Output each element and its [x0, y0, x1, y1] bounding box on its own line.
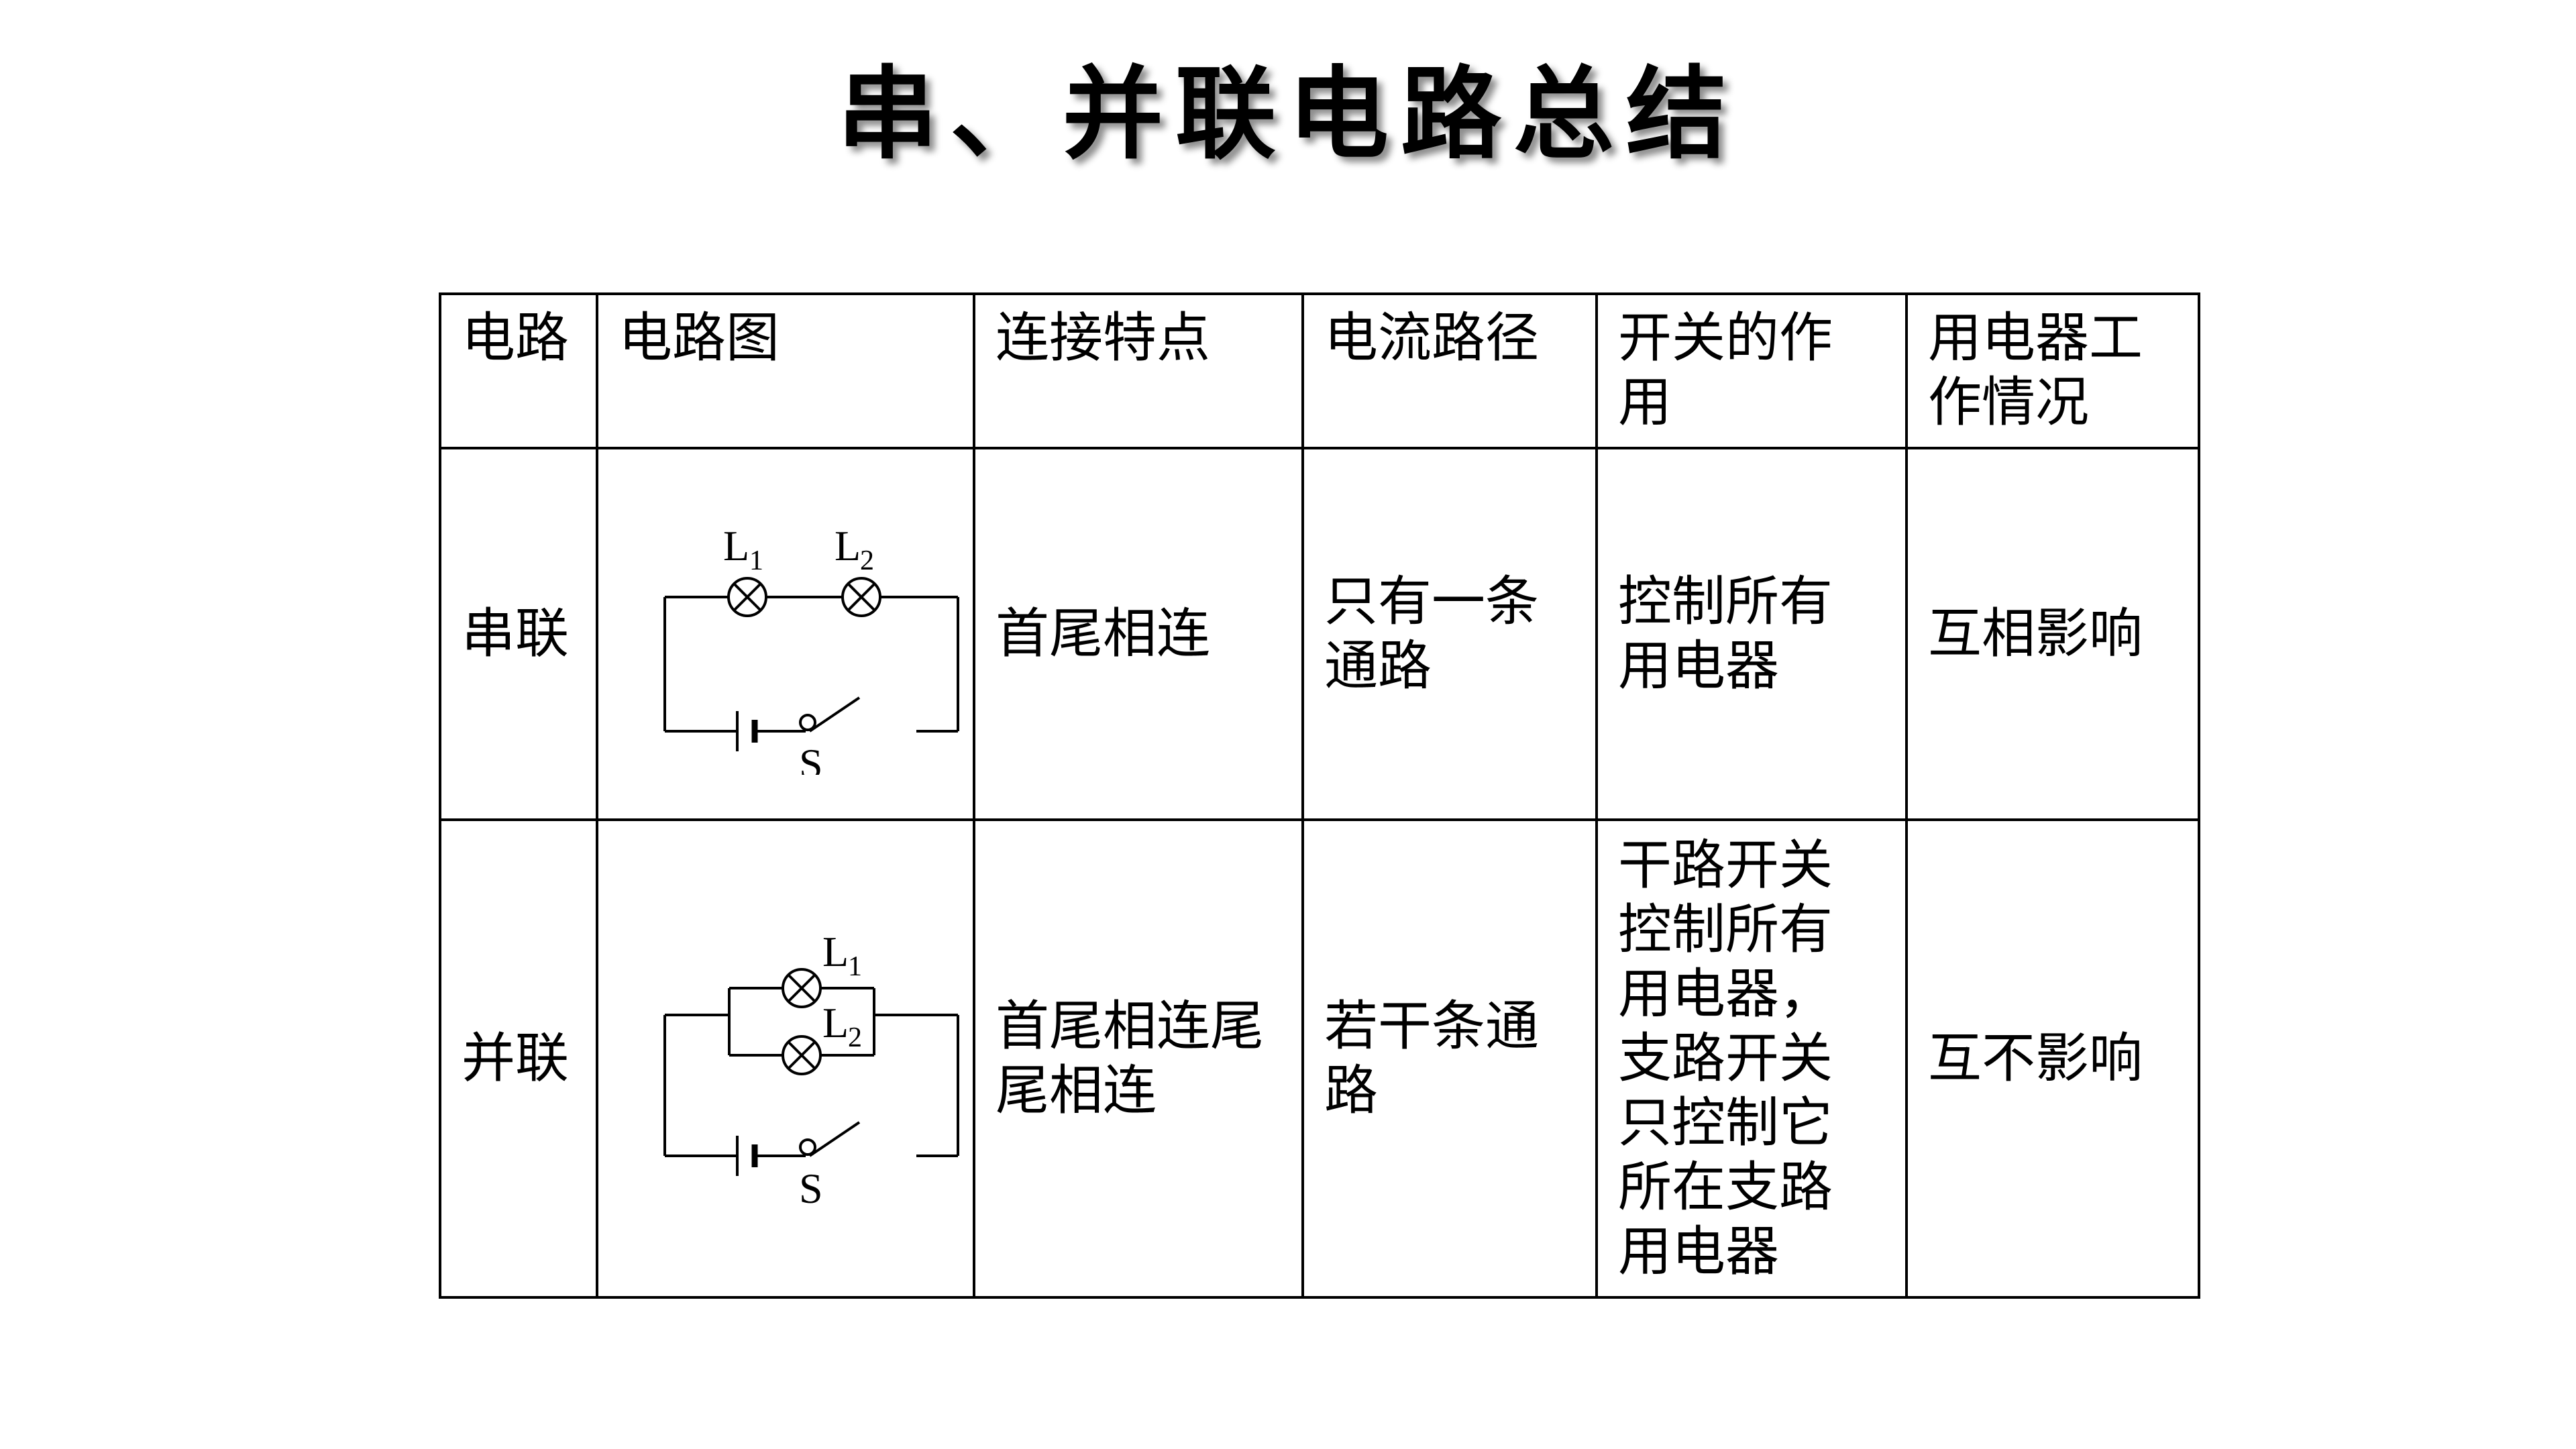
lamp-l2-label: L — [835, 522, 861, 570]
lamp-l1-icon — [727, 577, 767, 617]
header-switch-role: 开关的作用 — [1595, 292, 1908, 449]
circuit-summary-table: 电路 电路图 连接特点 电流路径 开关的作用 用电器工作情况 串联 — [439, 292, 2200, 1299]
cell-connection: 首尾相连 — [973, 447, 1304, 821]
cell-appliance: 互不影响 — [1905, 818, 2200, 1299]
switch-icon — [799, 1138, 816, 1156]
table-row-parallel: 并联 — [439, 818, 2200, 1299]
lamp-l2-icon — [782, 1035, 822, 1075]
cell-current-path: 只有一条通路 — [1301, 447, 1598, 821]
lamp-l1-label: L — [822, 928, 849, 975]
cell-circuit-name: 串联 — [439, 447, 598, 821]
header-connection: 连接特点 — [973, 292, 1304, 449]
cell-switch-role: 控制所有用电器 — [1595, 447, 1908, 821]
parallel-circuit-diagram: L 1 L 2 S — [663, 928, 959, 1212]
cell-circuit-name: 并联 — [439, 818, 598, 1299]
lamp-l2-icon — [841, 577, 881, 617]
header-circuit: 电路 — [439, 292, 598, 449]
lamp-l2-subscript: 2 — [848, 1022, 862, 1053]
table-row-series: 串联 — [439, 447, 2200, 821]
lamp-l1-label: L — [723, 522, 749, 570]
cell-connection: 首尾相连尾尾相连 — [973, 818, 1304, 1299]
lamp-l1-subscript: 1 — [749, 545, 763, 576]
header-appliance: 用电器工作情况 — [1905, 292, 2200, 449]
lamp-l1-icon — [782, 968, 822, 1008]
lamp-l2-subscript: 2 — [860, 545, 874, 576]
header-diagram: 电路图 — [596, 292, 975, 449]
cell-current-path: 若干条通路 — [1301, 818, 1598, 1299]
switch-icon — [799, 714, 816, 731]
cell-switch-role: 干路开关控制所有用电器，支路开关只控制它所在支路用电器 — [1595, 818, 1908, 1299]
cell-diagram: L 1 L 2 S — [596, 447, 975, 821]
cell-appliance: 互相影响 — [1905, 447, 2200, 821]
cell-diagram: L 1 L 2 S — [596, 818, 975, 1299]
series-circuit-diagram: L 1 L 2 S — [663, 522, 959, 775]
page-title: 串、并联电路总结 — [837, 55, 1739, 173]
table-header-row: 电路 电路图 连接特点 电流路径 开关的作用 用电器工作情况 — [439, 292, 2200, 449]
lamp-l1-subscript: 1 — [848, 951, 862, 982]
switch-label: S — [799, 1165, 823, 1212]
lamp-l2-label: L — [822, 999, 849, 1046]
battery-icon — [736, 1136, 758, 1176]
header-current-path: 电流路径 — [1301, 292, 1598, 449]
battery-icon — [736, 711, 758, 751]
switch-label: S — [799, 740, 823, 775]
